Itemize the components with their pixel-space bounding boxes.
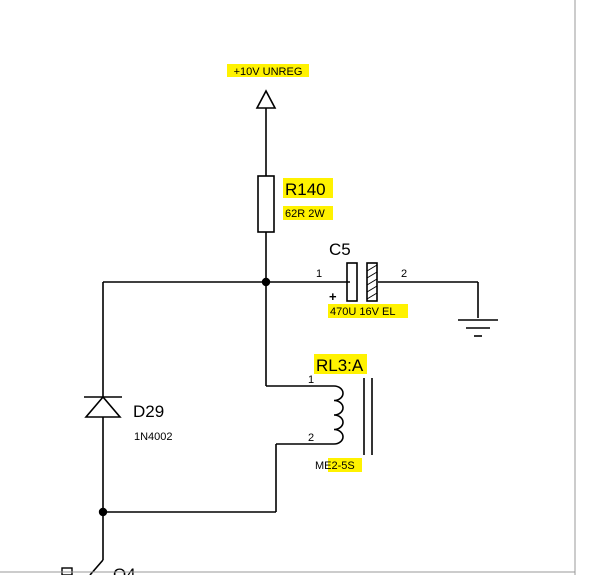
c5-ref: C5 bbox=[329, 240, 351, 259]
relay-coil-icon bbox=[333, 385, 344, 445]
c5-value-highlight bbox=[328, 304, 408, 318]
rl3a-pin2: 2 bbox=[308, 432, 314, 444]
transistor-q4: Q4 bbox=[61, 565, 136, 575]
c5-negative-hatch bbox=[366, 264, 378, 300]
c5-pin2: 2 bbox=[401, 268, 407, 280]
r140-ref-highlight bbox=[283, 178, 333, 198]
c5-value: 470U 16V EL bbox=[330, 306, 395, 318]
power-arrow-icon bbox=[255, 89, 277, 109]
ground-icon bbox=[458, 319, 498, 337]
rl3a-part-highlight bbox=[328, 458, 362, 472]
power-supply-symbol: +10V UNREG bbox=[227, 64, 309, 109]
c5-pin1: 1 bbox=[316, 268, 322, 280]
junction-dot-bottom bbox=[98, 507, 108, 517]
power-label: +10V UNREG bbox=[234, 66, 303, 78]
power-label-highlight bbox=[227, 64, 309, 77]
rl3a-part: ME2-5S bbox=[315, 460, 355, 472]
d29-ref: D29 bbox=[133, 402, 164, 421]
d29-value: 1N4002 bbox=[134, 431, 173, 443]
q4-ref: Q4 bbox=[113, 565, 136, 575]
rl3a-ref-highlight bbox=[314, 354, 367, 374]
relay-rl3a: RL3:A 1 2 ME2-5S bbox=[308, 354, 373, 472]
resistor-r140: R140 62R 2W bbox=[257, 175, 333, 233]
r140-ref: R140 bbox=[285, 180, 326, 199]
r140-value: 62R 2W bbox=[285, 208, 325, 220]
resistor-body bbox=[257, 175, 275, 233]
diode-d29: D29 1N4002 bbox=[84, 395, 173, 443]
capacitor-c5: C5 1 2 + 470U 16V EL bbox=[316, 240, 408, 318]
c5-polarity-mark: + bbox=[329, 289, 337, 304]
wires bbox=[89, 108, 479, 575]
rl3a-pin1: 1 bbox=[308, 374, 314, 386]
rl3a-ref: RL3:A bbox=[316, 356, 364, 375]
diode-icon bbox=[84, 395, 122, 418]
junction-dot-top bbox=[261, 277, 271, 287]
r140-value-highlight bbox=[283, 206, 333, 220]
c5-positive-plate bbox=[346, 262, 358, 302]
wire-q4-lead bbox=[89, 559, 104, 575]
